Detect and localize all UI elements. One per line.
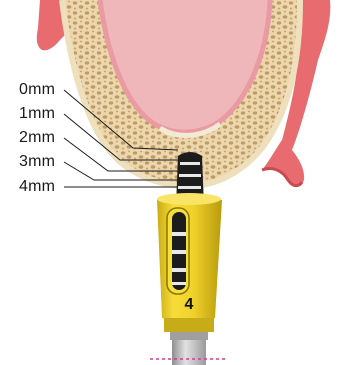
depth-label-2mm: 2mm [19,130,55,146]
depth-label-4mm: 4mm [19,179,55,195]
sleeve-number: 4 [185,296,194,313]
depth-label-1mm: 1mm [19,106,55,122]
drill-shaft [164,318,214,365]
depth-label-0mm: 0mm [19,82,55,98]
depth-label-3mm: 3mm [19,154,55,170]
